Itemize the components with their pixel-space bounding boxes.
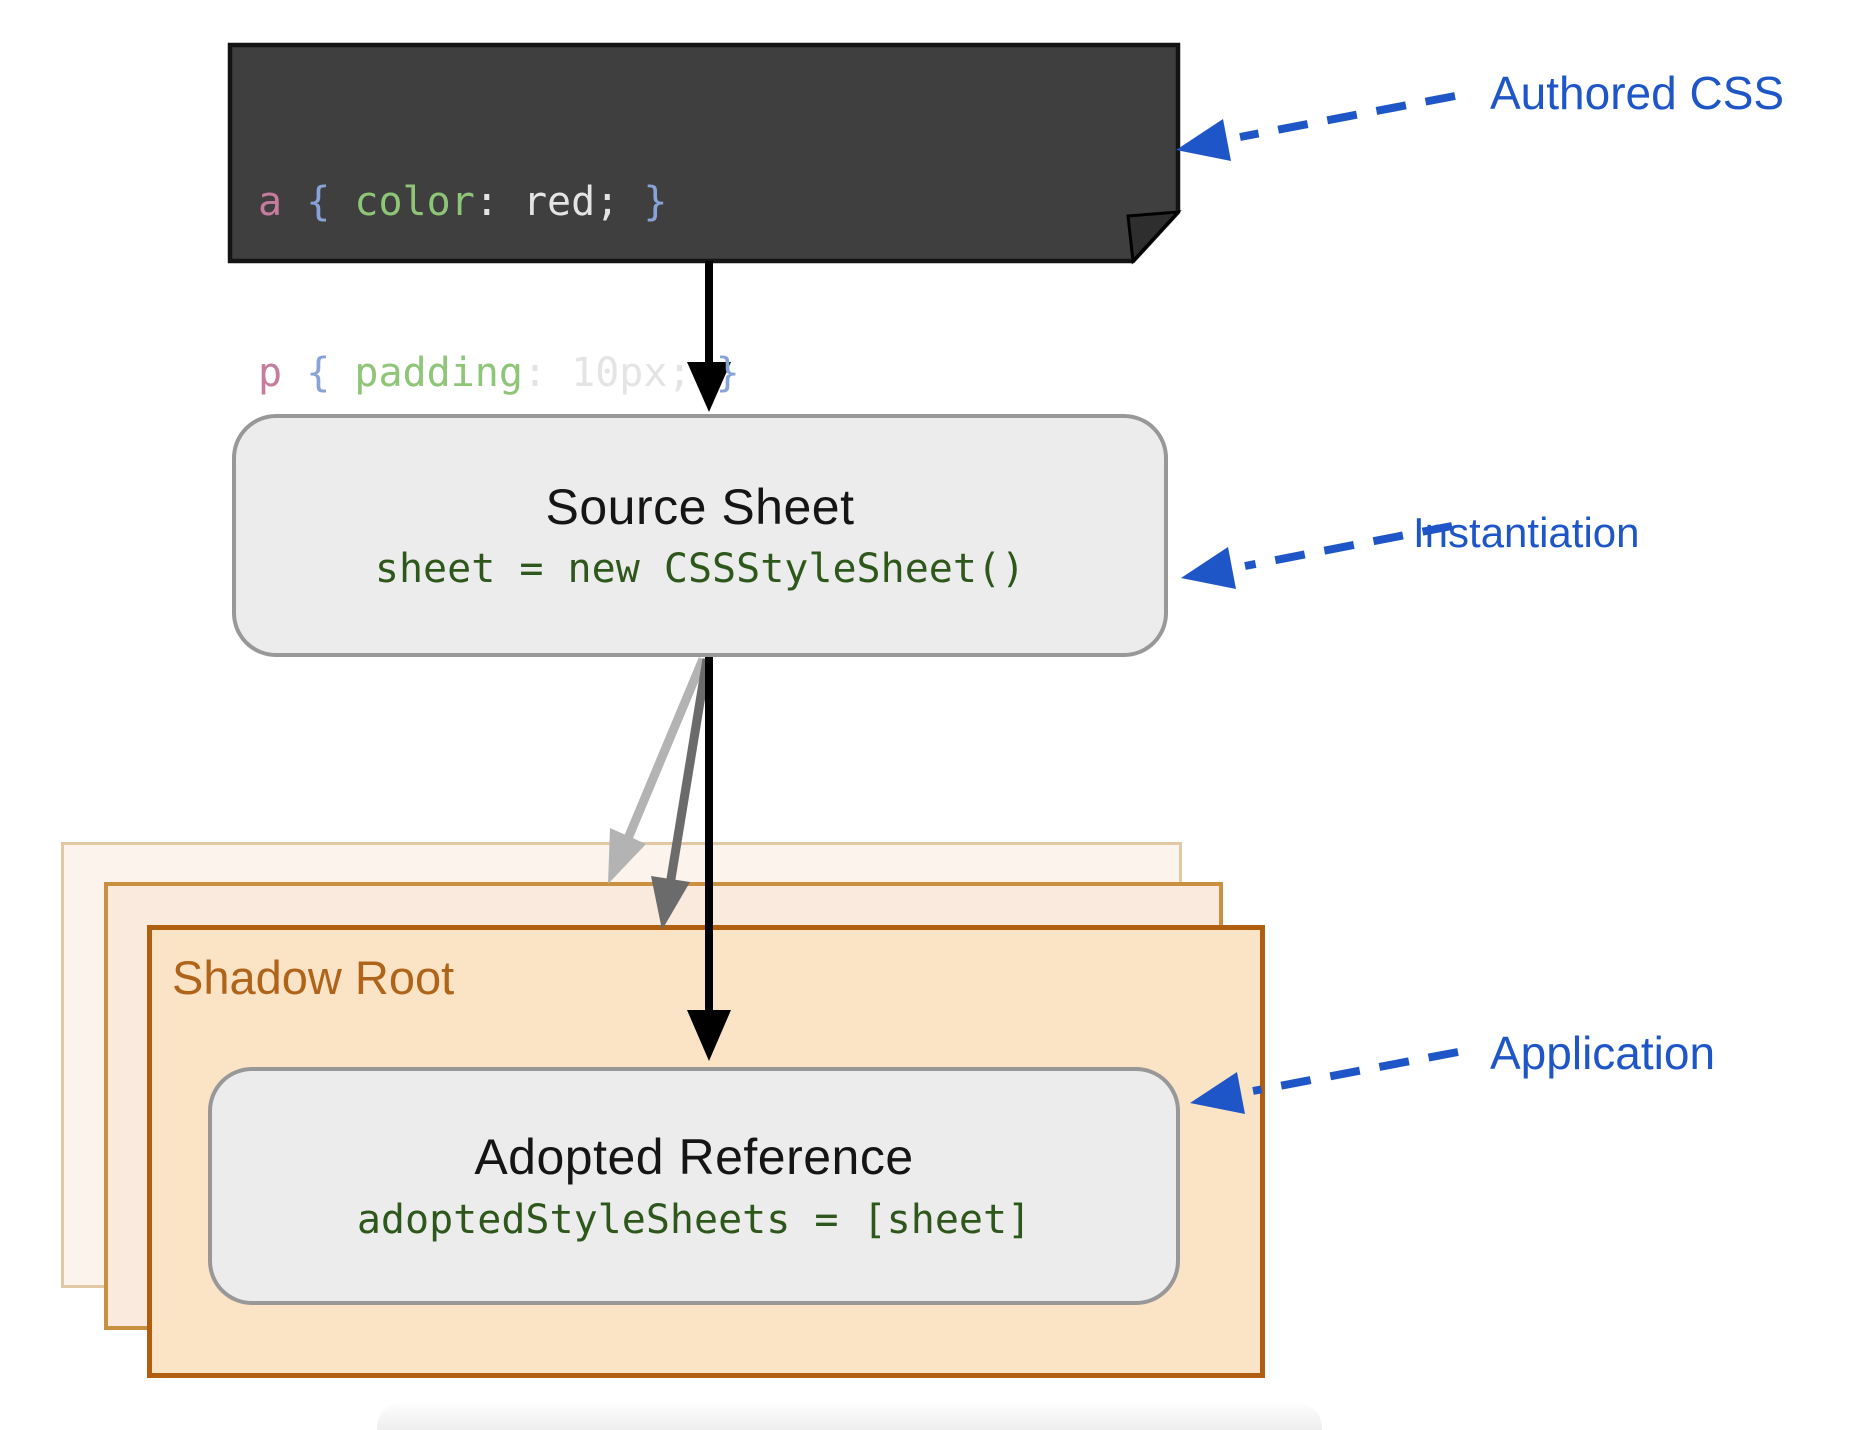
application-label: Application — [1490, 1027, 1716, 1079]
instantiation-label: Instantiation — [1413, 509, 1640, 556]
source-sheet-node: Source Sheet sheet = new CSSStyleSheet() — [232, 414, 1168, 657]
callout-authored-arrowhead — [1176, 119, 1231, 161]
css-rule-line-2: p { padding: 10px; } — [258, 350, 740, 396]
authored-css-label: Authored CSS — [1490, 67, 1785, 119]
next-element-sliver — [377, 1402, 1322, 1430]
arrow-source-to-back-root-shaft — [619, 657, 708, 850]
callout-application-dashes — [1252, 1048, 1459, 1095]
callout-authored-dashes — [1239, 92, 1456, 141]
page-fold-corner — [1126, 210, 1182, 265]
callout-instantiation-arrowhead — [1181, 547, 1236, 589]
source-sheet-code: sheet = new CSSStyleSheet() — [374, 546, 1026, 593]
shadow-root-label: Shadow Root — [172, 951, 455, 1004]
source-sheet-title: Source Sheet — [545, 478, 855, 535]
authored-css-code: a { color: red; } p { padding: 10px; } — [258, 60, 740, 516]
adopted-reference-node: Adopted Reference adoptedStyleSheets = [… — [208, 1067, 1180, 1305]
css-rule-line-1: a { color: red; } — [258, 179, 668, 225]
adopted-reference-code: adoptedStyleSheets = [sheet] — [356, 1196, 1032, 1243]
adopted-reference-title: Adopted Reference — [474, 1129, 914, 1186]
